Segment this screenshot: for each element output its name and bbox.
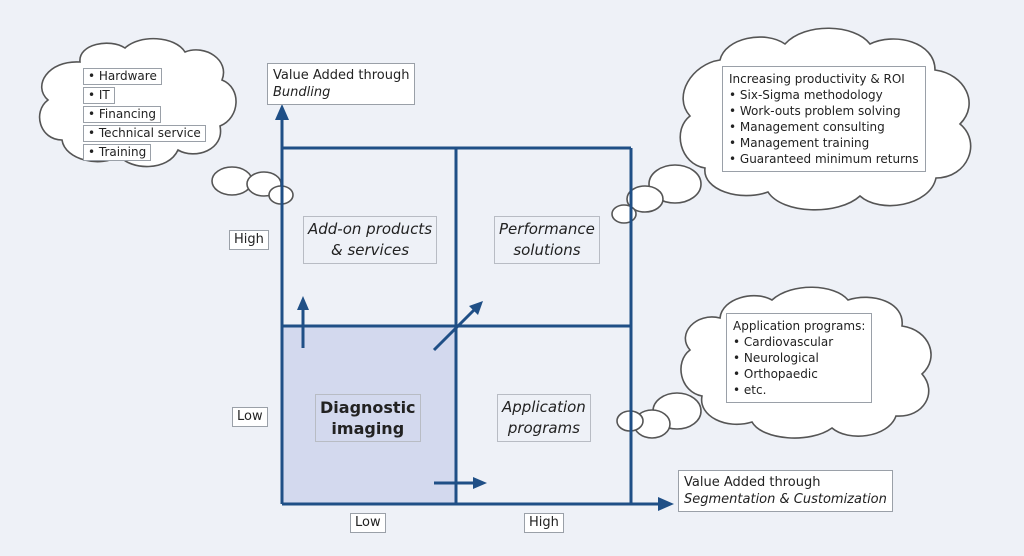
bottom-right-cloud-list: • Cardiovascular • Neurological • Orthop… bbox=[733, 334, 865, 398]
x-axis-subtitle: Segmentation & Customization bbox=[684, 492, 887, 507]
bottom-right-cloud-item: • Orthopaedic bbox=[733, 367, 818, 381]
quadrant-add-on-products: Add-on products & services bbox=[303, 216, 438, 264]
bottom-right-cloud-item: • etc. bbox=[733, 383, 767, 397]
top-right-cloud-item: • Management consulting bbox=[729, 120, 885, 134]
left-cloud-item: • Hardware bbox=[83, 68, 162, 85]
quadrant-diagnostic-line1: Diagnostic bbox=[320, 398, 416, 417]
quadrant-diagnostic-imaging: Diagnostic imaging bbox=[315, 394, 421, 442]
x-axis-title-line: Value Added through bbox=[684, 475, 821, 490]
rightward-arrow bbox=[434, 477, 487, 489]
y-axis-title-line: Value Added through bbox=[273, 68, 410, 83]
top-right-cloud-panel: Increasing productivity & ROI • Six-Sigm… bbox=[722, 66, 926, 172]
x-high-label: High bbox=[524, 513, 564, 533]
top-right-cloud-item: • Six-Sigma methodology bbox=[729, 88, 883, 102]
top-right-cloud-item: • Work-outs problem solving bbox=[729, 104, 901, 118]
left-cloud-list: • Hardware • IT • Financing • Technical … bbox=[83, 68, 206, 163]
quadrant-performance-solutions: Performance solutions bbox=[494, 216, 600, 264]
y-low-label: Low bbox=[232, 407, 268, 427]
quadrant-diagnostic-line2: imaging bbox=[331, 419, 405, 438]
y-axis-title: Value Added through Bundling bbox=[267, 63, 416, 105]
top-right-cloud-header: Increasing productivity & ROI bbox=[729, 72, 905, 86]
quadrant-add-on-line1: Add-on products bbox=[308, 220, 433, 238]
bottom-right-cloud-header: Application programs: bbox=[733, 319, 866, 333]
bottom-right-cloud-item: • Neurological bbox=[733, 351, 819, 365]
bottom-right-cloud-item: • Cardiovascular bbox=[733, 335, 834, 349]
x-axis-title: Value Added through Segmentation & Custo… bbox=[678, 470, 893, 512]
top-right-cloud-item: • Guaranteed minimum returns bbox=[729, 152, 919, 166]
left-cloud-item: • IT bbox=[83, 87, 115, 104]
upward-arrow bbox=[297, 296, 309, 348]
quadrant-application-line2: programs bbox=[507, 419, 580, 437]
quadrant-add-on-line2: & services bbox=[331, 241, 410, 259]
bottom-right-cloud-panel: Application programs: • Cardiovascular •… bbox=[726, 313, 873, 403]
left-cloud-item: • Financing bbox=[83, 106, 161, 123]
y-high-label: High bbox=[229, 230, 269, 250]
quadrant-performance-line1: Performance bbox=[499, 220, 595, 238]
y-axis-subtitle: Bundling bbox=[273, 85, 331, 100]
top-right-cloud-item: • Management training bbox=[729, 136, 870, 150]
diagonal-arrow bbox=[432, 301, 483, 352]
x-low-label: Low bbox=[350, 513, 386, 533]
quadrant-performance-line2: solutions bbox=[513, 241, 581, 259]
left-cloud-item: • Technical service bbox=[83, 125, 206, 142]
quadrant-application-programs: Application programs bbox=[497, 394, 591, 442]
y-axis-arrow bbox=[275, 104, 289, 504]
top-right-cloud-list: • Six-Sigma methodology • Work-outs prob… bbox=[729, 87, 919, 167]
diagnostic-imaging-highlight bbox=[282, 326, 456, 504]
x-axis-arrow bbox=[282, 497, 674, 511]
left-cloud-item: • Training bbox=[83, 144, 152, 161]
quadrant-application-line1: Application bbox=[502, 398, 586, 416]
